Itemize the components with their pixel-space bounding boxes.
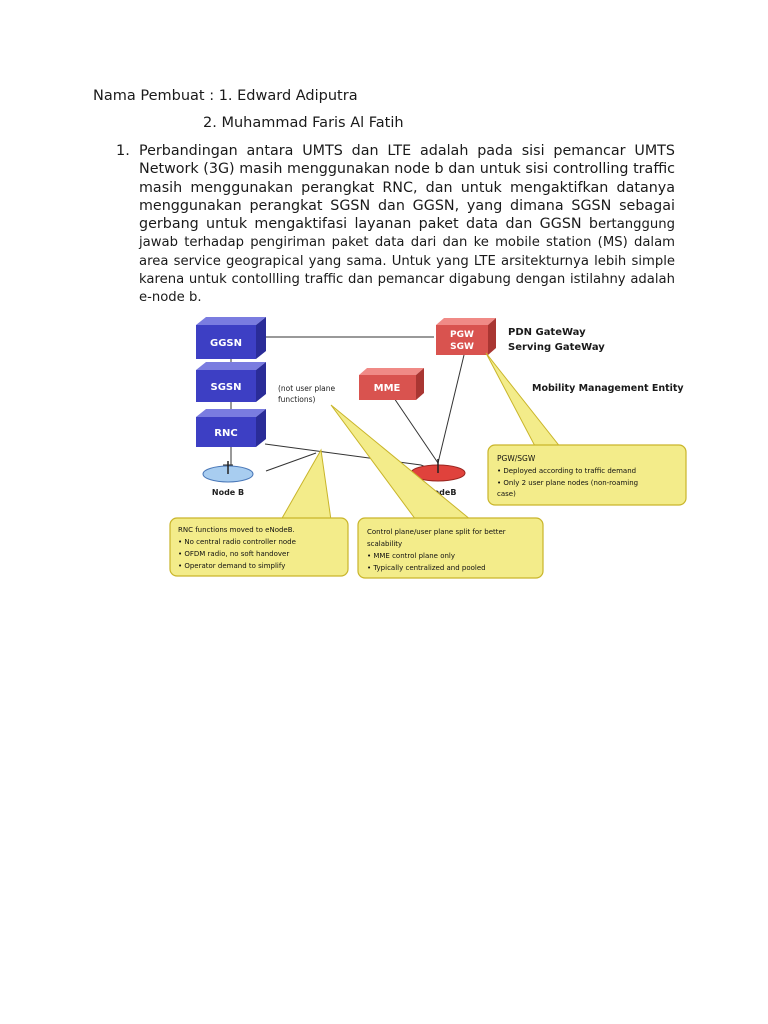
mme-label: MME [374,383,401,394]
rnc-callout: RNC functions moved to eNodeB. • No cent… [170,518,348,576]
not-user-plane-label-1: (not user plane [278,384,336,393]
ggsn-box: GGSN [196,317,266,359]
rnc-callout-title: RNC functions moved to eNodeB. [178,526,295,534]
author-line-2: 2. Muhammad Faris Al Fatih [203,115,404,131]
paragraph-main: Perbandingan antara UMTS dan LTE adalah … [139,143,675,232]
mme-box: MME [359,368,424,400]
control-callout-title: Control plane/user plane split for bette… [367,528,506,536]
nodeb-label: Node B [212,488,244,497]
list-number: 1. [116,143,130,159]
rnc-callout-bullet-1: • No central radio controller node [178,538,296,546]
architecture-diagram: GGSN SGSN RNC Node B PGW SGW PDN GateWay… [166,313,696,585]
mme-full-label: Mobility Management Entity [532,383,684,394]
sgw-label: SGW [450,342,474,352]
rnc-callout-bullet-3: • Operator demand to simplify [178,562,285,570]
pgw-sgw-callout: PGW/SGW • Deployed according to traffic … [488,445,686,505]
serving-gateway-label: Serving GateWay [508,342,605,353]
control-plane-callout: Control plane/user plane split for bette… [358,518,543,578]
author-line-1: Nama Pembuat : 1. Edward Adiputra [93,88,358,104]
control-callout-title-2: scalability [367,540,402,548]
pgw-callout-bullet-1: • Deployed according to traffic demand [497,467,636,475]
ggsn-label: GGSN [210,338,242,349]
rnc-callout-bullet-2: • OFDM radio, no soft handover [178,550,289,558]
rnc-box: RNC [196,409,266,447]
pgw-label: PGW [450,330,474,340]
pgw-sgw-box: PGW SGW [436,318,496,355]
network-architecture-figure: GGSN SGSN RNC Node B PGW SGW PDN GateWay… [166,313,696,585]
list-paragraph: Perbandingan antara UMTS dan LTE adalah … [139,142,675,307]
sgsn-box: SGSN [196,362,266,402]
control-callout-bullet-2: • Typically centralized and pooled [367,564,486,572]
pdn-gateway-label: PDN GateWay [508,327,586,338]
sgsn-label: SGSN [211,382,242,393]
control-callout-bullet-1: • MME control plane only [367,552,455,560]
pgw-callout-bullet-3: case) [497,490,516,498]
rnc-label: RNC [214,428,237,439]
pgw-callout-bullet-2: • Only 2 user plane nodes (non-roaming [497,479,638,487]
pgw-callout-title: PGW/SGW [497,454,536,463]
not-user-plane-label-2: functions) [278,395,316,404]
